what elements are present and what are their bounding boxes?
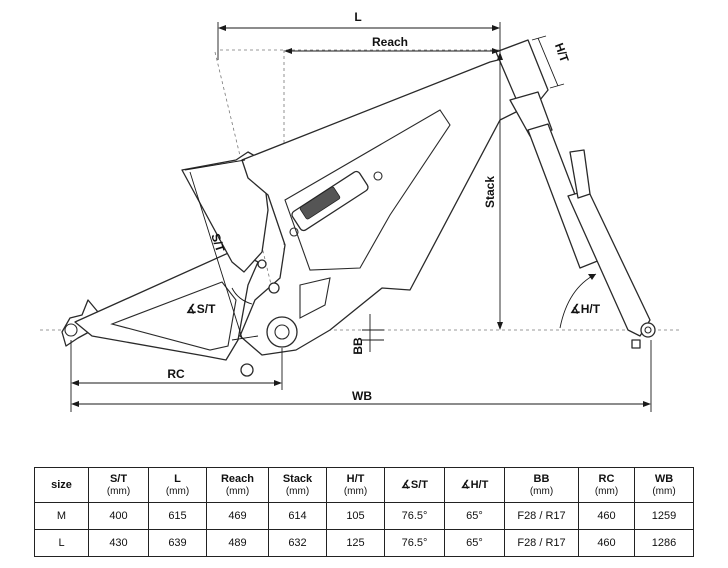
bottom-bracket-center [274, 324, 290, 340]
table-row: L 430 639 489 632 125 76.5° 65° F28 / R1… [34, 529, 694, 557]
cell-st: 400 [88, 502, 149, 530]
rear-triangle [74, 249, 259, 361]
header-st-angle: ∡S/T [384, 467, 445, 503]
rear-axle [64, 323, 78, 337]
header-wb: WB(mm) [634, 467, 694, 503]
cell-wb: 1286 [634, 529, 694, 557]
cell-ht-angle: 65° [444, 529, 505, 557]
table-header-row: size S/T(mm) L(mm) Reach(mm) Stack(mm) H… [34, 467, 694, 503]
cell-wb: 1259 [634, 502, 694, 530]
bb-link-detail [299, 277, 331, 319]
label-wb: WB [352, 389, 372, 403]
header-stack: Stack(mm) [268, 467, 327, 503]
label-st-angle: ∡S/T [186, 302, 216, 316]
header-ht-angle: ∡H/T [444, 467, 505, 503]
label-ht: H/T [552, 41, 572, 65]
cell-l: 639 [148, 529, 207, 557]
label-stack: Stack [483, 176, 497, 208]
header-reach: Reach(mm) [206, 467, 269, 503]
head-tube-angle: ∡H/T [559, 273, 601, 329]
rocker-link [181, 151, 269, 273]
rear-triangle-cutout [110, 281, 237, 351]
cell-stack: 632 [268, 529, 327, 557]
dimension-reach: Reach [284, 35, 500, 54]
header-l: L(mm) [148, 467, 207, 503]
cell-l: 615 [148, 502, 207, 530]
dimension-stack: Stack [483, 52, 503, 330]
label-reach: Reach [372, 35, 408, 49]
main-frame [239, 57, 521, 356]
cell-size: M [34, 502, 89, 530]
dimension-seat-tube: S/T [184, 159, 259, 341]
table-row: M 400 615 469 614 105 76.5° 65° F28 / R1… [34, 502, 694, 530]
label-ht-angle: ∡H/T [570, 302, 601, 316]
cell-ht: 105 [326, 502, 385, 530]
label-L: L [354, 10, 361, 24]
cell-ht-angle: 65° [444, 502, 505, 530]
seat-tube-angle: ∡S/T [186, 287, 253, 316]
front-triangle-window [284, 109, 451, 271]
dimension-wb: WB [71, 340, 652, 412]
header-st: S/T(mm) [88, 467, 149, 503]
geometry-table: size S/T(mm) L(mm) Reach(mm) Stack(mm) H… [34, 467, 694, 557]
dimension-rc: RC [70, 340, 283, 412]
label-rc: RC [167, 367, 185, 381]
label-st: S/T [208, 232, 227, 255]
bottom-bracket-shell [266, 316, 298, 348]
cell-size: L [34, 529, 89, 557]
header-rc: RC(mm) [578, 467, 635, 503]
cell-stack: 614 [268, 502, 327, 530]
lower-link-pivot [240, 363, 254, 377]
suspension-fork [509, 91, 656, 349]
dimension-bb: BB [351, 314, 384, 355]
main-pivot [268, 282, 280, 294]
dimension-head-tube: H/T [531, 35, 572, 89]
cell-reach: 489 [206, 529, 269, 557]
cell-st-angle: 76.5° [384, 502, 445, 530]
label-bb: BB [351, 337, 365, 355]
cell-reach: 469 [206, 502, 269, 530]
dimension-L: L [217, 10, 501, 60]
cell-bb: F28 / R17 [504, 529, 579, 557]
cell-st: 430 [88, 529, 149, 557]
header-size: size [34, 467, 89, 503]
rear-shock [289, 170, 383, 237]
header-ht: H/T(mm) [326, 467, 385, 503]
cell-rc: 460 [578, 529, 635, 557]
header-bb: BB(mm) [504, 467, 579, 503]
rocker-pivot [257, 259, 267, 269]
cell-bb: F28 / R17 [504, 502, 579, 530]
cell-rc: 460 [578, 502, 635, 530]
frame-geometry-diagram: L Reach H/T Stack S/T ∡S/T ∡H/T [40, 10, 680, 412]
cell-st-angle: 76.5° [384, 529, 445, 557]
cell-ht: 125 [326, 529, 385, 557]
